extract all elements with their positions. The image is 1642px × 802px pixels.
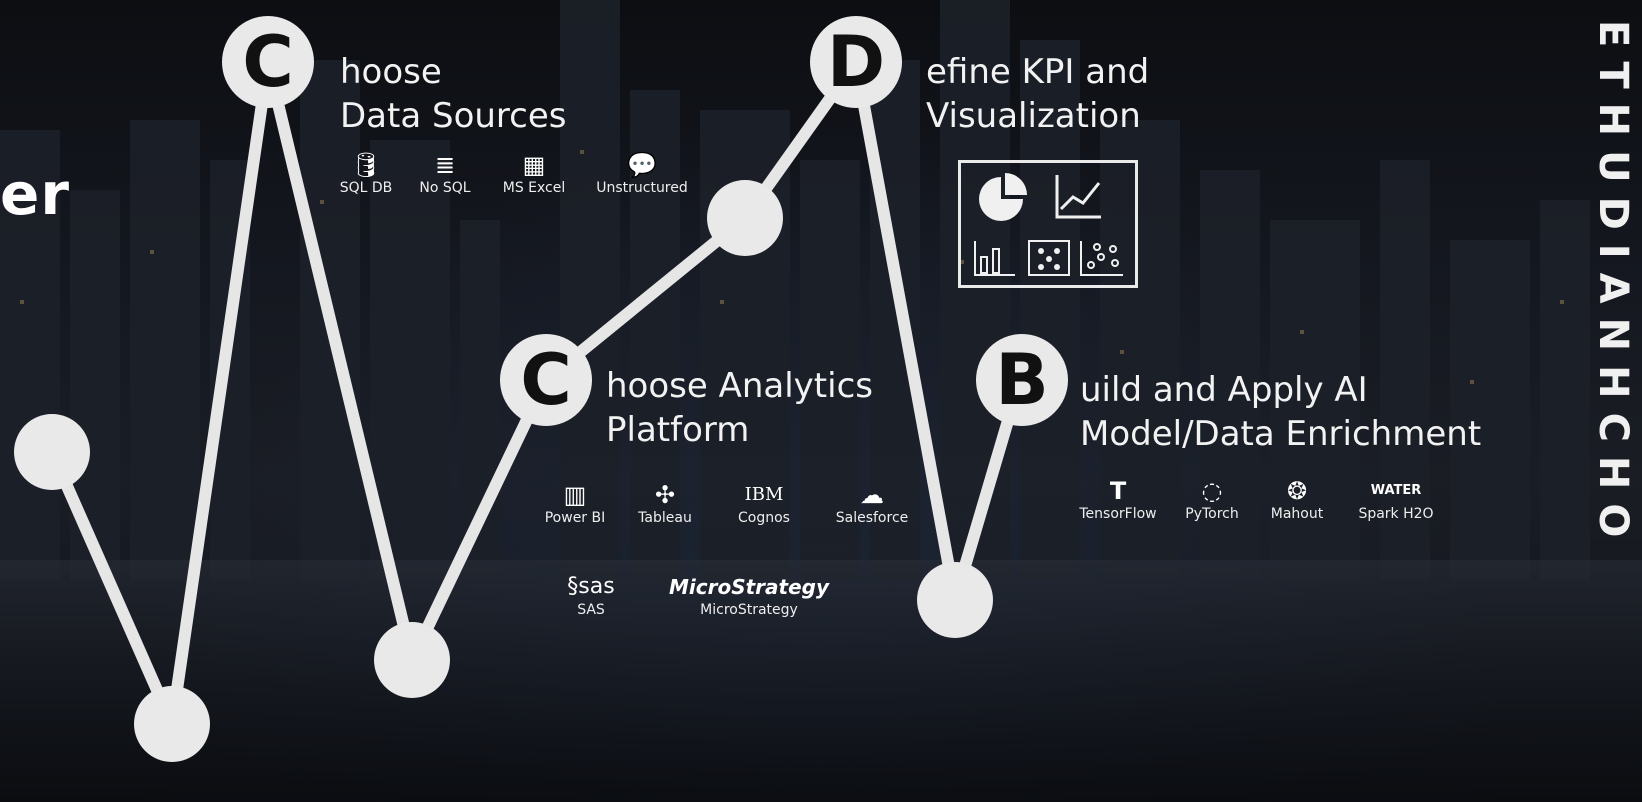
dot-matrix-icon	[1028, 240, 1070, 276]
mahout-icon: ❂	[1286, 477, 1308, 505]
line-chart-icon	[1055, 175, 1101, 219]
sparkling-water-icon: WATER	[1370, 483, 1422, 498]
path-node	[134, 686, 210, 762]
sql-database-icon: 🛢	[350, 151, 382, 179]
tool-sas: §sas SAS	[546, 572, 636, 618]
step-heading-build-ai: uild and Apply AI Model/Data Enrichment	[1080, 370, 1482, 454]
path-node	[917, 562, 993, 638]
tool-mahout: ❂ Mahout	[1254, 476, 1340, 522]
powerbi-icon: ▥	[563, 481, 587, 509]
pytorch-icon: ◌	[1201, 477, 1223, 505]
tool-power-bi: ▥ Power BI	[530, 480, 620, 526]
step-letter-choose-data: C	[222, 16, 314, 108]
step-heading-choose-data: hoose Data Sources	[340, 52, 567, 136]
step-letter-build-ai: B	[976, 334, 1068, 426]
tool-salesforce: ☁ Salesforce	[822, 480, 922, 526]
river-reflection	[0, 560, 1642, 802]
tool-tensorflow: T TensorFlow	[1066, 476, 1170, 522]
tool-spark-h2o: WATER Spark H2O	[1340, 476, 1452, 522]
ibm-cognos-icon: IBM	[744, 484, 784, 505]
sas-logo: §sas	[567, 574, 615, 599]
vertical-title: ETHUDIANHCHO	[1590, 20, 1636, 552]
salesforce-icon: ☁	[860, 481, 884, 509]
database-icon: ≣	[434, 151, 456, 179]
tool-no-sql: ≣ No SQL	[406, 150, 484, 196]
tool-tableau: ✣ Tableau	[622, 480, 708, 526]
step-letter-choose-platform: C	[500, 334, 592, 426]
tensorflow-icon: T	[1109, 477, 1127, 505]
step-heading-choose-platform: hoose Analytics Platform	[606, 366, 873, 450]
tableau-icon: ✣	[654, 481, 676, 509]
tool-cognos: IBM Cognos	[716, 480, 812, 526]
scatter-plot-icon	[1080, 241, 1123, 276]
path-node	[14, 414, 90, 490]
path-node	[707, 180, 783, 256]
pie-chart-icon	[979, 177, 1023, 221]
step-letter-define-kpi: D	[810, 16, 902, 108]
tool-microstrategy: MicroStrategy MicroStrategy	[652, 572, 846, 618]
chart-types-icon	[974, 173, 1123, 276]
path-node	[374, 622, 450, 698]
visualization-icons-box	[958, 160, 1138, 288]
title-fragment: er	[0, 160, 70, 228]
tool-sql-db: 🛢 SQL DB	[326, 150, 406, 196]
chat-bubbles-icon: 💬	[627, 151, 657, 179]
excel-icon: ▦	[522, 151, 546, 179]
bar-chart-icon	[974, 241, 1015, 276]
microstrategy-logo: MicroStrategy	[668, 575, 830, 599]
step-heading-define-kpi: efine KPI and Visualization	[926, 52, 1150, 136]
tool-ms-excel: ▦ MS Excel	[486, 150, 582, 196]
tool-unstructured: 💬 Unstructured	[584, 150, 700, 196]
tool-pytorch: ◌ PyTorch	[1172, 476, 1252, 522]
